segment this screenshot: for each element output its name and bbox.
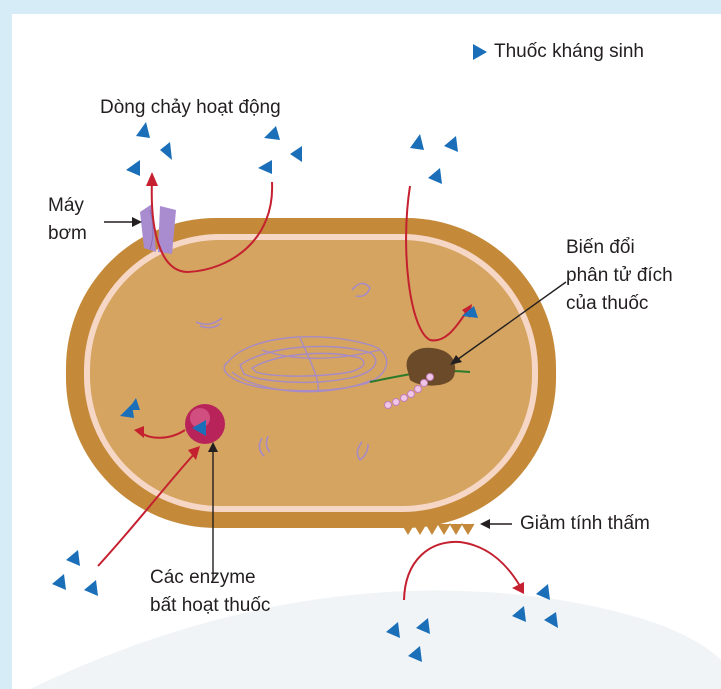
background-swoosh (30, 591, 721, 689)
target-label-line1: Biến đổi (566, 236, 635, 260)
permeability-barrier (402, 524, 474, 534)
enzyme-label-line1: Các enzyme (150, 566, 256, 590)
target-label-line2: phân tử đích (566, 264, 673, 288)
enzyme-label-line2: bất hoạt thuốc (150, 594, 270, 618)
antibiotic-legend-icon (473, 44, 487, 60)
pump-label-line1: Máy (48, 194, 84, 218)
efflux-label: Dòng chảy hoạt động (100, 96, 281, 120)
legend-label: Thuốc kháng sinh (494, 40, 644, 64)
target-label-line3: của thuốc (566, 292, 648, 316)
pump-label-line2: bơm (48, 222, 87, 246)
cytoplasm (90, 240, 532, 506)
permeability-label: Giảm tính thấm (520, 512, 650, 536)
